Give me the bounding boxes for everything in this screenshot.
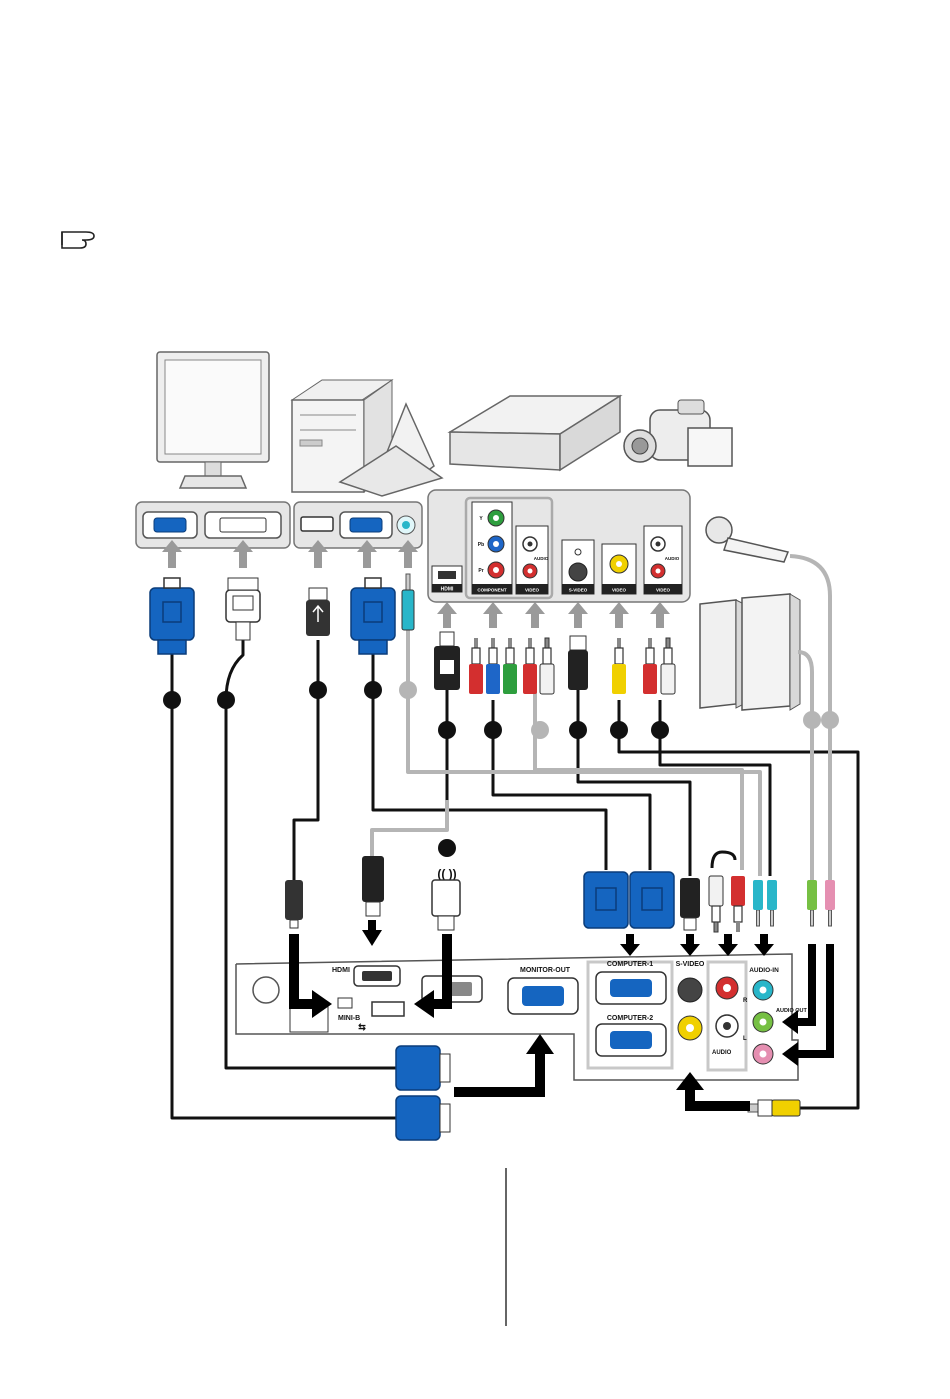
- video-plug: [612, 638, 626, 694]
- video-b-label: VIDEO: [612, 588, 627, 593]
- audio-plugs-a: [523, 638, 554, 694]
- hdmi-label: HDMI: [332, 967, 350, 974]
- dvi-plug: [226, 578, 260, 640]
- audio-rca-plugs-projector: [709, 876, 745, 932]
- component-label: COMPONENT: [477, 588, 507, 593]
- audio-label: AUDIO: [712, 1050, 732, 1056]
- svideo-plug: [568, 636, 588, 690]
- dvd-player-device: [450, 396, 620, 470]
- monitor-out-label: MONITOR-OUT: [520, 967, 571, 974]
- monitor-device: [157, 352, 269, 488]
- audio-in-label: AUDIO-IN: [749, 967, 779, 974]
- audio-jack-plug: [402, 574, 414, 630]
- video-c-label: VIDEO: [656, 588, 671, 593]
- monitor-port-panel: [136, 502, 290, 548]
- svg-text:(( )): (( )): [437, 867, 456, 881]
- audio-plugs-c: [643, 638, 675, 694]
- mic-speaker-jacks: [807, 880, 835, 926]
- usb-plug: [306, 588, 330, 636]
- vga-plug-monitor: [150, 578, 194, 654]
- computer-1-label: COMPUTER-1: [607, 961, 653, 968]
- component-pb-label: Pb: [478, 542, 484, 548]
- mini-usb-plug: [285, 880, 303, 928]
- audio-a-label: AUDIO: [534, 556, 549, 561]
- av-port-panel: HDMI Y Pb Pr COMPONENT AUDIO VIDEO S-VID…: [428, 490, 690, 602]
- vga-plugs-monitor-out: [396, 1046, 450, 1140]
- component-plugs: [469, 638, 517, 694]
- pointing-hand-icon: [62, 232, 94, 248]
- svg-text:⇆: ⇆: [358, 1022, 366, 1032]
- component-pr-label: Pr: [478, 568, 483, 574]
- wireless-dongle: (( )): [432, 867, 460, 930]
- hdmi-plug-projector: [362, 856, 384, 916]
- camcorder-device: [624, 400, 732, 466]
- mini-b-label: MINI-B: [338, 1015, 360, 1022]
- video-plug-projector: [748, 1100, 800, 1116]
- audio-out-label: AUDIO OUT: [776, 1008, 808, 1014]
- computer-device: [292, 380, 442, 496]
- svideo-label: S-VIDEO: [676, 961, 705, 968]
- audio-r-label: R: [743, 998, 748, 1004]
- speakers-device: [700, 594, 812, 712]
- hdmi-source-label: HDMI: [441, 587, 454, 593]
- hdmi-plug: [434, 632, 460, 690]
- audio-c-label: AUDIO: [665, 556, 680, 561]
- computer-2-label: COMPUTER-2: [607, 1015, 653, 1022]
- audio-l-label: L: [743, 1036, 747, 1042]
- audio-in-jacks: [753, 880, 777, 926]
- svideo-plug-projector: [680, 878, 700, 930]
- vga-plug-computer: [351, 578, 395, 654]
- svideo-source-label: S-VIDEO: [569, 588, 588, 593]
- computer-port-panel: [294, 502, 422, 548]
- projector-panel: MINI-B ⇆ HDMI MONITOR-OUT COMPUTER-1 COM…: [236, 954, 808, 1080]
- video-a-label: VIDEO: [525, 588, 540, 593]
- vga-plugs-projector: [584, 872, 674, 928]
